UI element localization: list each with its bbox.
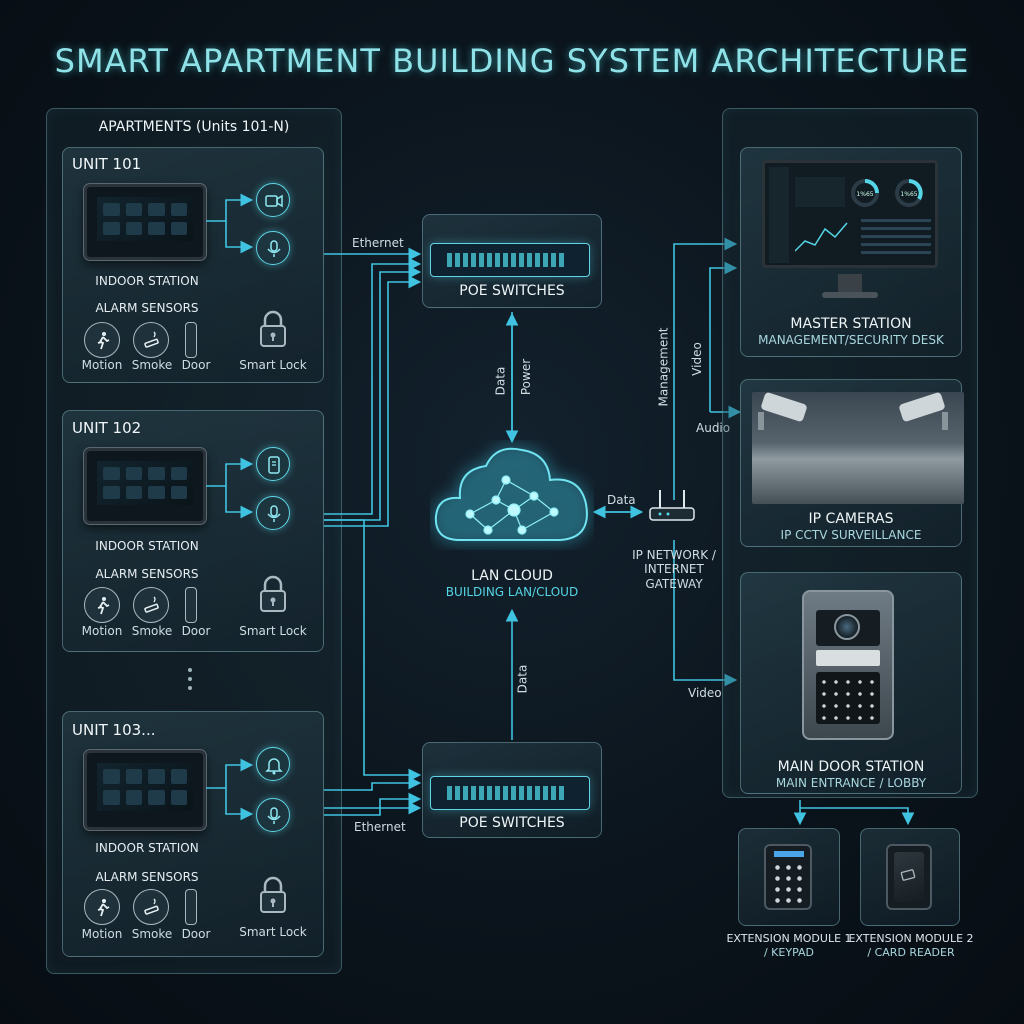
microphone-icon bbox=[256, 496, 290, 530]
door-sensor-icon bbox=[185, 322, 197, 358]
master-station-title: MASTER STATION bbox=[790, 316, 912, 332]
video-label-bottom: Video bbox=[688, 686, 722, 700]
apartments-header: APARTMENTS (Units 101-N) bbox=[98, 119, 290, 135]
indoor-station-label-102: INDOOR STATION bbox=[95, 539, 199, 553]
indoor-station-label-101: INDOOR STATION bbox=[95, 274, 199, 288]
extension-module-1-sub: / KEYPAD bbox=[763, 946, 814, 959]
intercom-icon bbox=[256, 447, 290, 481]
gateway-label-1: IP NETWORK / bbox=[632, 548, 716, 562]
smart-lock-label-103: Smart Lock bbox=[239, 925, 307, 939]
management-label: Management bbox=[656, 327, 671, 407]
ip-cameras-title: IP CAMERAS bbox=[808, 511, 894, 527]
indoor-station-screen-101[interactable] bbox=[84, 184, 206, 260]
data-label-gateway: Data bbox=[607, 493, 636, 507]
keypad-device[interactable] bbox=[764, 844, 812, 910]
power-label: Power bbox=[519, 358, 534, 396]
master-station-subtitle: MANAGEMENT/SECURITY DESK bbox=[758, 333, 944, 347]
door-station-device[interactable] bbox=[802, 590, 894, 740]
video-label-top: Video bbox=[689, 342, 704, 376]
diagram-title: SMART APARTMENT BUILDING SYSTEM ARCHITEC… bbox=[54, 42, 970, 80]
sensor-label-smoke-101: Smoke bbox=[131, 358, 173, 372]
gateway-label-2: INTERNET bbox=[644, 562, 704, 576]
svg-text:1%65: 1%65 bbox=[856, 191, 873, 198]
sensor-label-smoke-102: Smoke bbox=[131, 624, 173, 638]
unit-103-title: UNIT 103... bbox=[72, 721, 156, 739]
audio-label: Audio bbox=[696, 421, 731, 435]
sensor-label-door-102: Door bbox=[181, 624, 211, 638]
main-door-station-title: MAIN DOOR STATION bbox=[777, 759, 925, 775]
extension-module-1-label: EXTENSION MODULE 1 bbox=[726, 932, 852, 945]
alarm-sensors-label-103: ALARM SENSORS bbox=[95, 870, 199, 884]
motion-sensor-icon bbox=[84, 587, 120, 623]
sensor-label-motion-102: Motion bbox=[81, 624, 123, 638]
poe-switch-top-label: POE SWITCHES bbox=[459, 283, 565, 299]
smoke-sensor-icon bbox=[133, 587, 169, 623]
unit-101-title: UNIT 101 bbox=[72, 155, 142, 173]
monitor-screen[interactable]: 1%65 1%65 bbox=[762, 160, 938, 268]
sensor-label-door-103: Door bbox=[181, 927, 211, 941]
data-label-top: Data bbox=[493, 366, 508, 396]
lan-cloud-icon bbox=[434, 447, 588, 541]
smoke-sensor-icon bbox=[133, 889, 169, 925]
sensor-label-motion-101: Motion bbox=[81, 358, 123, 372]
motion-sensor-icon bbox=[84, 889, 120, 925]
indoor-station-label-103: INDOOR STATION bbox=[95, 841, 199, 855]
gateway-label-3: GATEWAY bbox=[645, 577, 703, 591]
motion-sensor-icon bbox=[84, 322, 120, 358]
card-reader-device[interactable] bbox=[886, 844, 932, 910]
smart-lock-icon bbox=[260, 575, 286, 612]
ip-cameras-subtitle: IP CCTV SURVEILLANCE bbox=[780, 528, 922, 542]
poe-switch-bottom[interactable] bbox=[430, 776, 590, 810]
door-sensor-icon bbox=[185, 587, 197, 623]
sensor-label-smoke-103: Smoke bbox=[131, 927, 173, 941]
smart-lock-label-102: Smart Lock bbox=[239, 624, 307, 638]
smart-lock-icon bbox=[260, 876, 286, 913]
sensor-label-motion-103: Motion bbox=[81, 927, 123, 941]
more-units-ellipsis bbox=[188, 668, 194, 690]
main-door-station-subtitle: MAIN ENTRANCE / LOBBY bbox=[775, 776, 927, 790]
ethernet-label-top: Ethernet bbox=[352, 236, 404, 250]
bell-icon bbox=[256, 747, 290, 781]
door-sensor-icon bbox=[185, 889, 197, 925]
sensor-label-door-101: Door bbox=[181, 358, 211, 372]
alarm-sensors-label-102: ALARM SENSORS bbox=[95, 567, 199, 581]
data-label-bottom: Data bbox=[515, 664, 530, 694]
unit-102-title: UNIT 102 bbox=[72, 419, 142, 437]
smoke-sensor-icon bbox=[133, 322, 169, 358]
cctv-camera-icon bbox=[758, 392, 807, 430]
poe-switch-bottom-label: POE SWITCHES bbox=[459, 815, 565, 831]
smart-lock-label-101: Smart Lock bbox=[239, 358, 307, 372]
svg-text:1%65: 1%65 bbox=[900, 191, 917, 198]
indoor-station-screen-103[interactable] bbox=[84, 750, 206, 830]
alarm-sensors-label-101: ALARM SENSORS bbox=[95, 301, 199, 315]
lan-cloud-title: LAN CLOUD bbox=[471, 568, 553, 584]
camera-icon bbox=[256, 183, 290, 217]
microphone-icon bbox=[256, 231, 290, 265]
poe-switch-top[interactable] bbox=[430, 243, 590, 277]
router-icon bbox=[649, 490, 695, 521]
lan-cloud-subtitle: BUILDING LAN/CLOUD bbox=[445, 585, 579, 599]
cctv-camera-icon bbox=[899, 392, 948, 430]
ethernet-label-bottom: Ethernet bbox=[354, 820, 406, 834]
smart-lock-icon bbox=[260, 310, 286, 347]
extension-module-2-label: EXTENSION MODULE 2 bbox=[848, 932, 974, 945]
microphone-icon bbox=[256, 798, 290, 832]
indoor-station-screen-102[interactable] bbox=[84, 448, 206, 524]
extension-module-2-sub: / CARD READER bbox=[867, 946, 955, 959]
